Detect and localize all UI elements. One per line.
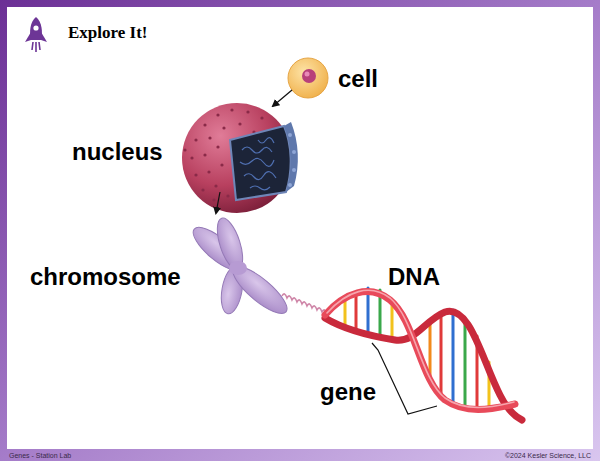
chromosome-drawing (187, 215, 293, 320)
part-label: chromosome (30, 265, 181, 289)
gene-bracket (372, 343, 437, 414)
rocket-icon (19, 15, 53, 53)
part-label: DNA (388, 265, 440, 289)
copyright-note: ©2024 Kesler Science, LLC (505, 452, 591, 459)
arrow-line (216, 192, 220, 213)
part-label: nucleus (72, 140, 163, 164)
slide-title: Explore It! (68, 24, 148, 41)
cell-drawing (288, 58, 328, 98)
slide-panel (7, 7, 593, 449)
part-label: cell (338, 67, 378, 91)
nucleus-drawing (182, 103, 298, 213)
arrow-line (273, 90, 292, 106)
footer-note: Genes - Station Lab (9, 452, 71, 459)
dna-coil (282, 294, 327, 314)
part-label: gene (320, 380, 376, 404)
